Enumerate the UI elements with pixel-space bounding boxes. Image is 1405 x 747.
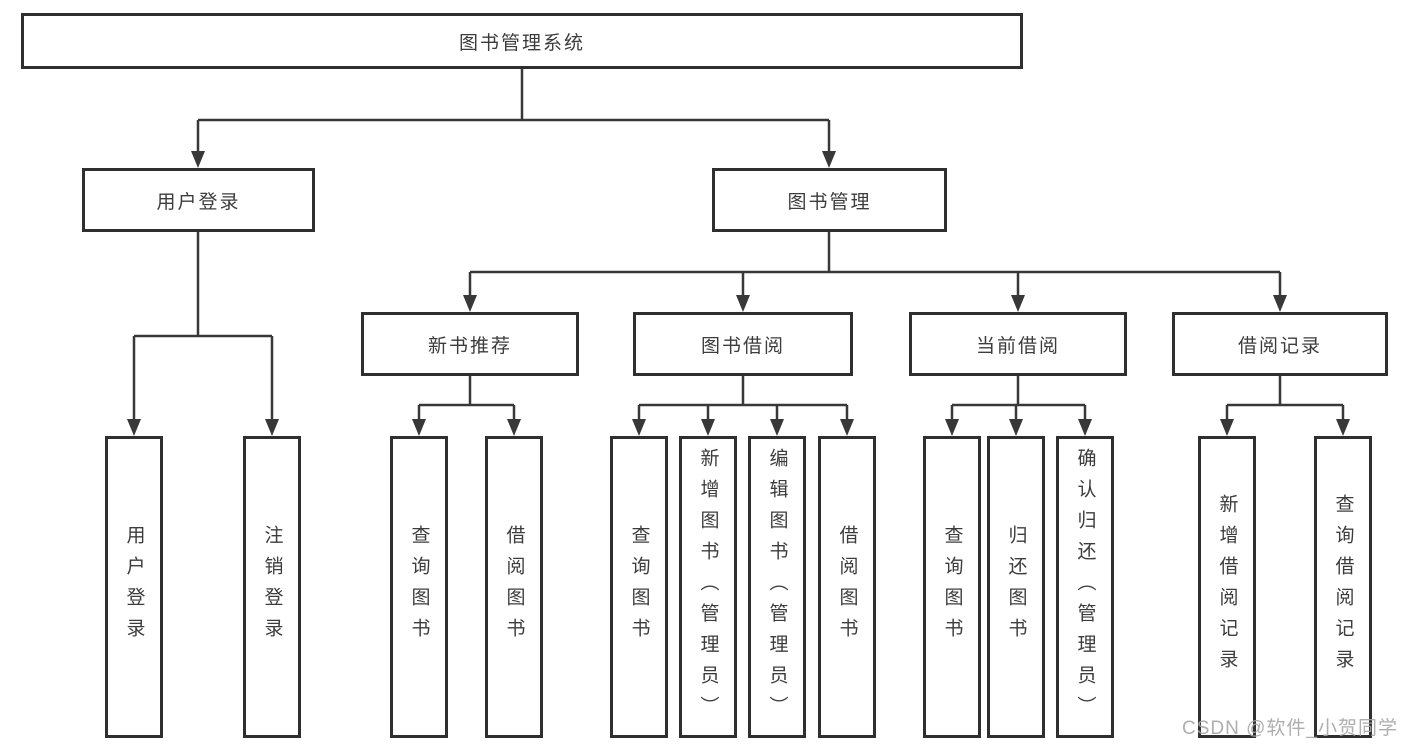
node-label: 图书借阅 <box>700 335 785 357</box>
leaf-add-borrow-record: 新增借阅记录 <box>1198 436 1256 738</box>
node-user-login: 用户登录 <box>82 168 315 232</box>
leaf-add-books-admin: 新增图书（管理员） <box>679 436 737 738</box>
csdn-watermark: CSDN @软件_小贺同学 <box>1182 718 1398 739</box>
leaf-user-login: 用户登录 <box>105 436 163 738</box>
node-new-book-recommendation: 新书推荐 <box>361 312 579 376</box>
leaf-query-books-current: 查询图书 <box>923 436 981 738</box>
node-label: 当前借阅 <box>975 335 1060 357</box>
node-borrowing-records: 借阅记录 <box>1172 312 1388 376</box>
node-current-borrowing: 当前借阅 <box>909 312 1127 376</box>
leaf-borrow-books: 借阅图书 <box>818 436 876 738</box>
leaf-query-books-borrow: 查询图书 <box>610 436 668 738</box>
node-label: 编辑图书（管理员） <box>766 447 788 727</box>
node-label: 查询图书 <box>941 525 963 649</box>
node-label: 新增图书（管理员） <box>697 447 719 727</box>
node-label: 注销登录 <box>261 525 283 649</box>
node-label: 查询图书 <box>408 525 430 649</box>
node-label: 借阅图书 <box>503 525 525 649</box>
arrow-shaft-lines <box>132 120 1345 422</box>
node-book-borrowing: 图书借阅 <box>633 312 853 376</box>
node-label: 归还图书 <box>1005 525 1027 649</box>
node-label: 新增借阅记录 <box>1216 494 1238 680</box>
leaf-query-borrow-record: 查询借阅记录 <box>1314 436 1372 738</box>
node-label: 图书管理 <box>787 191 872 213</box>
node-book-management: 图书管理 <box>712 168 947 232</box>
node-library-management-system: 图书管理系统 <box>21 13 1023 69</box>
leaf-return-books: 归还图书 <box>987 436 1045 738</box>
node-label: 图书管理系统 <box>458 32 585 54</box>
node-label: 用户登录 <box>156 191 241 213</box>
node-label: 借阅记录 <box>1237 335 1322 357</box>
leaf-borrow-books-recommend: 借阅图书 <box>485 436 543 738</box>
node-label: 借阅图书 <box>836 525 858 649</box>
node-label: 新书推荐 <box>427 335 512 357</box>
leaf-query-books-recommend: 查询图书 <box>390 436 448 738</box>
node-label: 查询图书 <box>628 525 650 649</box>
leaf-logout: 注销登录 <box>243 436 301 738</box>
leaf-edit-books-admin: 编辑图书（管理员） <box>748 436 806 738</box>
node-label: 查询借阅记录 <box>1332 494 1354 680</box>
leaf-confirm-return-admin: 确认归还（管理员） <box>1056 436 1114 738</box>
node-label: 确认归还（管理员） <box>1074 447 1096 727</box>
node-label: 用户登录 <box>123 525 145 649</box>
